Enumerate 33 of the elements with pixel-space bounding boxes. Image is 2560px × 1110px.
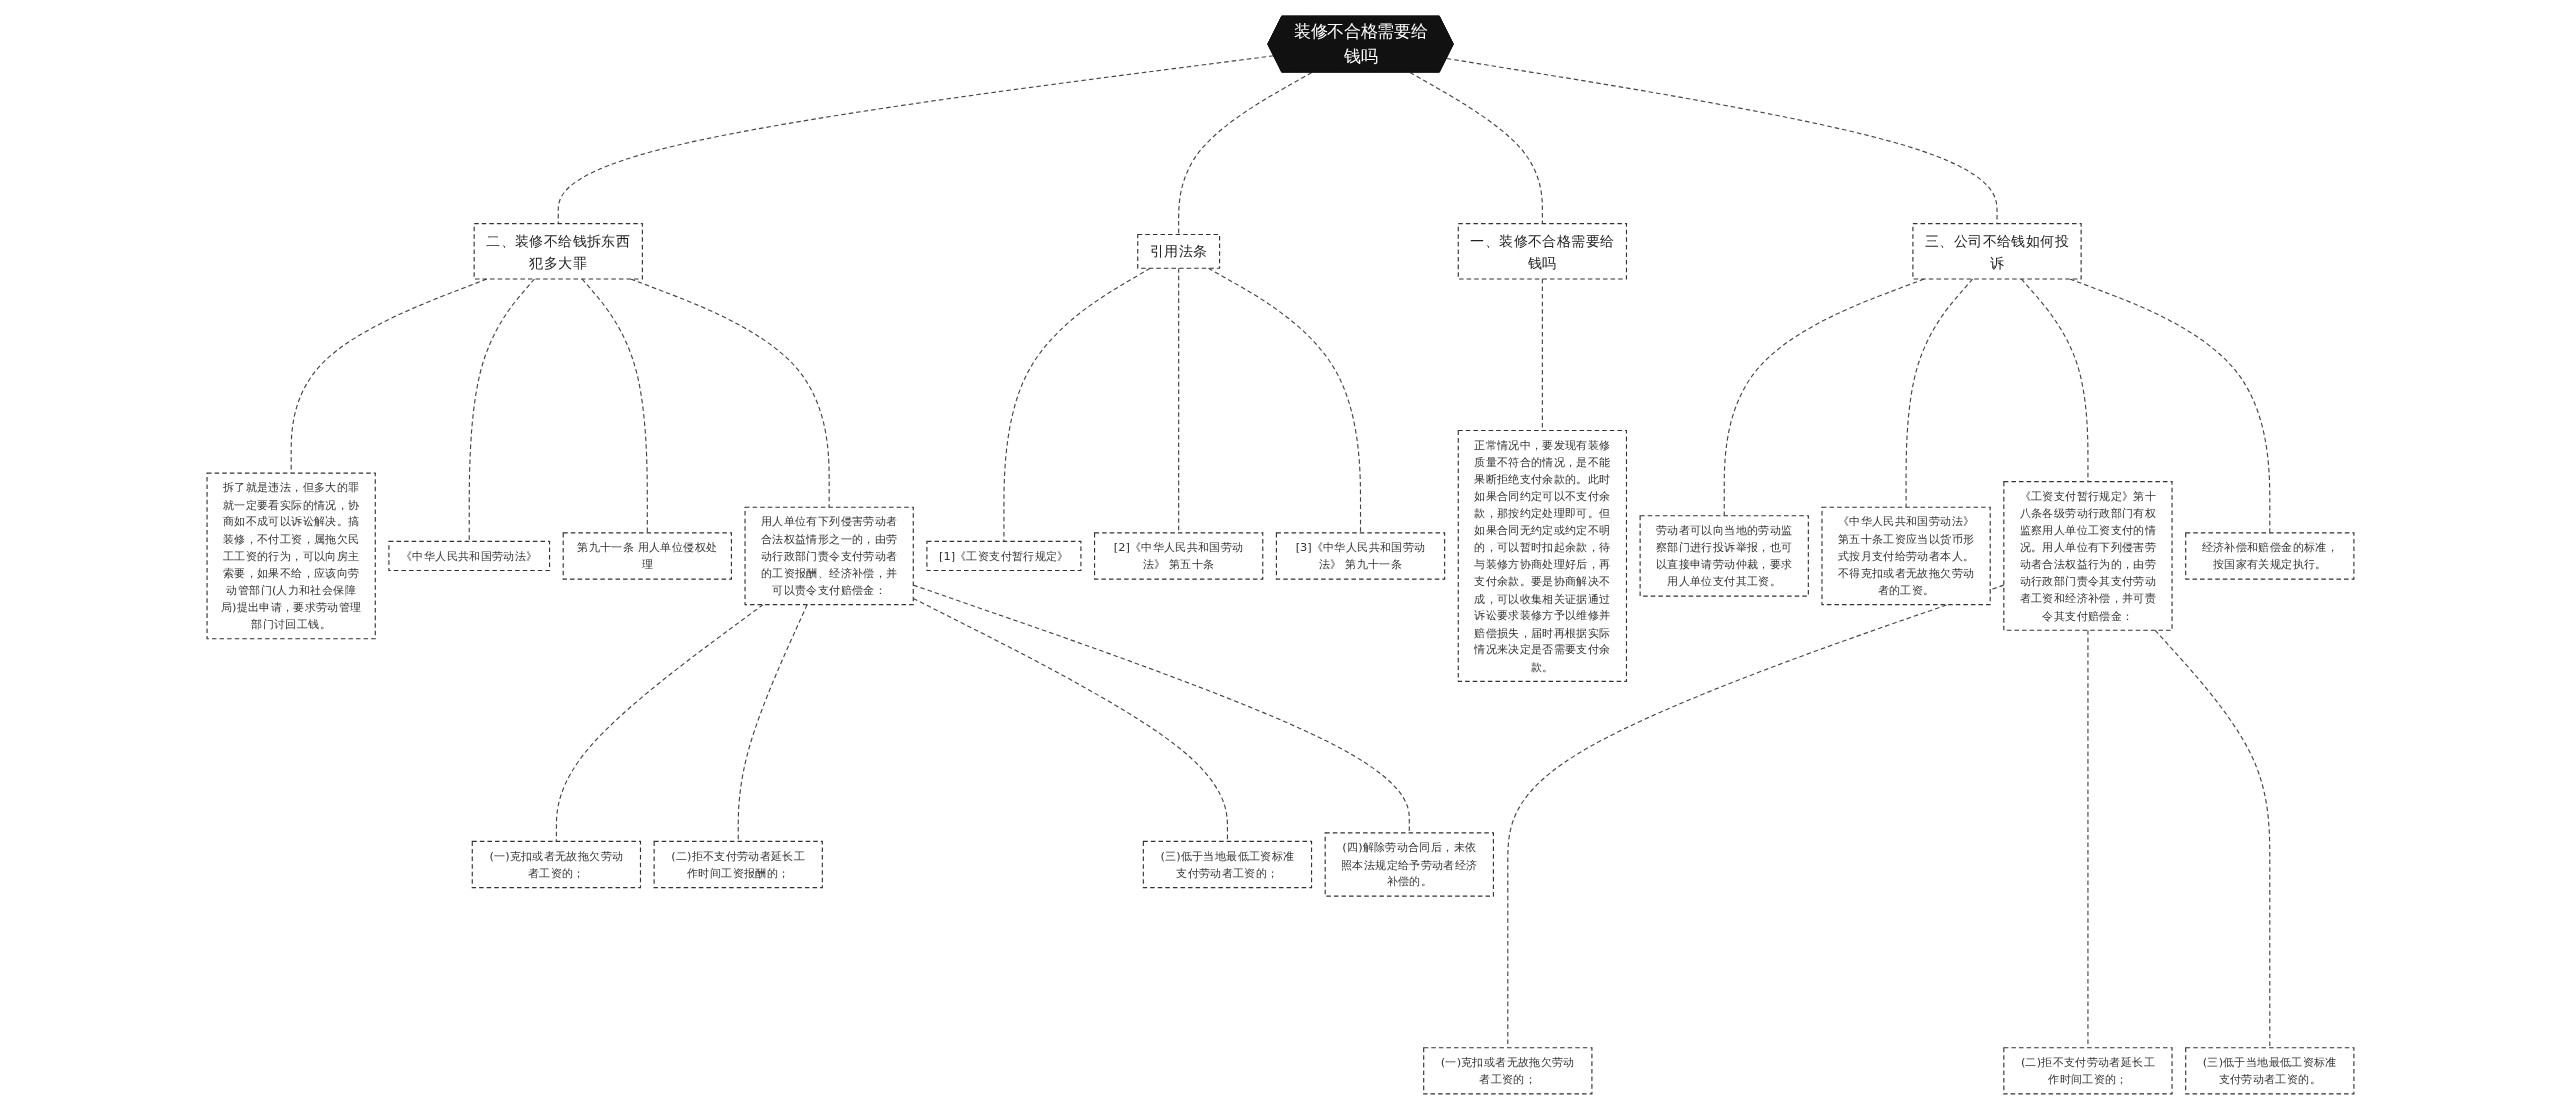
node-box: 《中华人民共和国劳动法》 — [387, 540, 550, 572]
node-box: 引用法条 — [1136, 233, 1220, 269]
node-box: 劳动者可以向当地的劳动监察部门进行投诉举报，也可以直接申请劳动仲裁，要求用人单位支付其工资。 — [1639, 515, 1809, 597]
node-box: [1]《工资支付暂行规定》 — [925, 540, 1081, 572]
node-box: 拆了就是违法，但多大的罪就一定要看实际的情况，协商如不成可以诉讼解决。搞装修，不付工资，属拖欠民工工资的行为，可以向房主索要，如果不给，应该向劳动管部门(人力和社会保障局)提出申请，要求劳动管理部门讨回工钱。 — [206, 472, 376, 640]
connector — [2154, 629, 2270, 1049]
node-box: 经济补偿和赔偿金的标准，按国家有关规定执行。 — [2184, 532, 2354, 580]
node-box: 一、装修不合格需要给钱吗 — [1457, 223, 1627, 280]
node-box: [2]《中华人民共和国劳动法》 第五十条 — [1093, 532, 1263, 580]
connector — [1408, 71, 1543, 225]
node-box: (三)低于当地最低工资标准支付劳动者工资的； — [1142, 840, 1312, 889]
node-box: 三、公司不给钱如何投诉 — [1911, 223, 2082, 280]
node-box: 《中华人民共和国劳动法》第五十条工资应当以货币形式按月支付给劳动者本人。不得克扣或者无故拖欠劳动者的工资。 — [1820, 506, 1991, 606]
node-box: (四)解除劳动合同后，未依照本法规定给予劳动者经济补偿的。 — [1324, 832, 1494, 897]
connector — [1177, 71, 1312, 236]
connector — [1002, 267, 1151, 542]
node-box: (一)克扣或者无故拖欠劳动者工资的； — [471, 840, 641, 889]
node-box: 用人单位有下列侵害劳动者合法权益情形之一的，由劳动行政部门责令支付劳动者的工资报酬、经济补偿，并可以责令支付赔偿金： — [744, 506, 914, 606]
connector — [1905, 278, 1973, 508]
connector — [1207, 267, 1361, 534]
node-box: (一)克扣或者无故拖欠劳动者工资的； — [1422, 1047, 1592, 1095]
node-box: (二)拒不支付劳动者延长工作时间工资的； — [2002, 1047, 2173, 1095]
node-box: 《工资支付暂行规定》第十八条各级劳动行政部门有权监察用人单位工资支付的情况。用人单位有下列侵害劳动者合法权益行为的，由劳动行政部门责令其支付劳动者工资和经济补偿，并可责令其支付赔偿金： — [2002, 481, 2173, 631]
node-box: (二)拒不支付劳动者延长工作时间工资报酬的； — [653, 840, 823, 889]
connector — [912, 597, 1228, 842]
node-box: [3]《中华人民共和国劳动法》 第九十一条 — [1275, 532, 1445, 580]
node-box: (三)低于当地最低工资标准支付劳动者工资的。 — [2184, 1047, 2354, 1095]
connector — [1177, 267, 1179, 534]
node-box: 第九十一条 用人单位侵权处理 — [562, 532, 732, 580]
connector — [912, 584, 1410, 834]
node-box: 二、装修不给钱拆东西犯多大罪 — [473, 223, 643, 280]
node-box: 正常情况中，要发现有装修质量不符合的情况，是不能果断拒绝支付余款的。此时如果合同约定可以不支付余款，那按约定处理即可。但如果合同无约定或约定不明的，可以暂时扣起余款，待与装修方协商处理好后，再支付余款。要是协商解决不成，可以收集相关证据通过诉讼要求装修方予以维修并赔偿损失，届时再根据实际情况来决定是否需要支付余款。 — [1457, 429, 1627, 682]
connector — [555, 604, 764, 842]
